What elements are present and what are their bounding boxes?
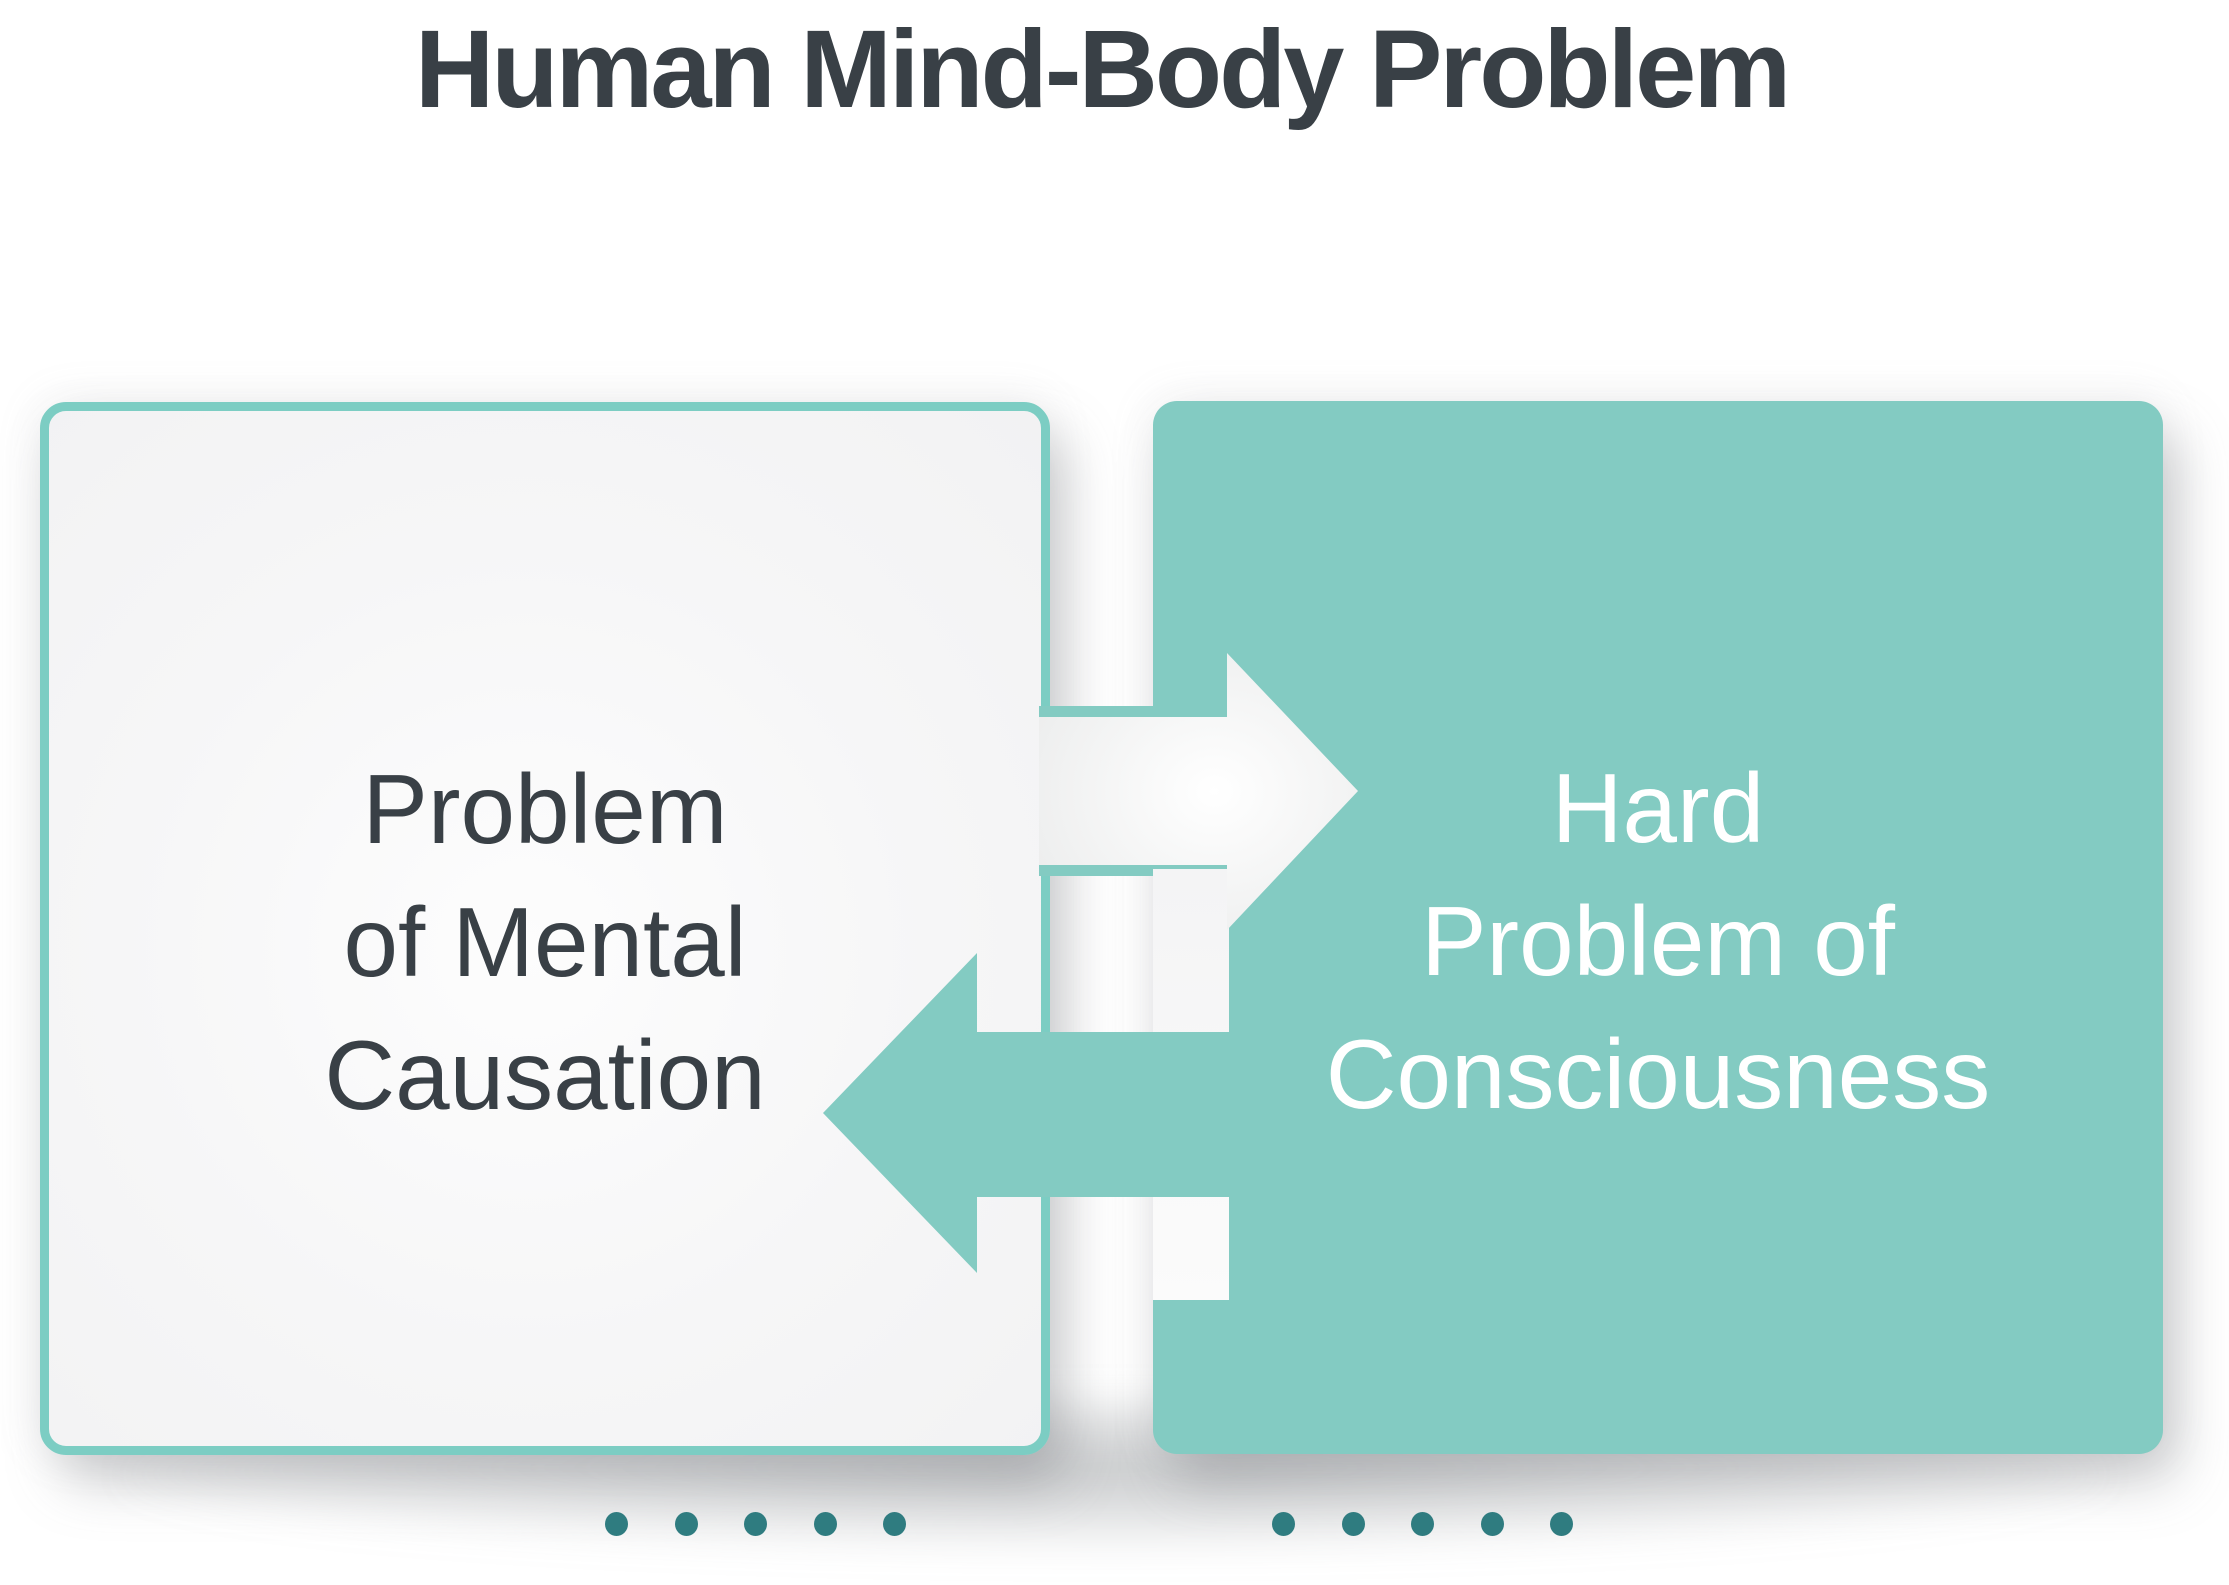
- mental-causation-line-1: Problem: [362, 754, 728, 864]
- progress-dot: [744, 1512, 767, 1536]
- progress-dot: [1480, 1512, 1504, 1536]
- hard-problem-line-1: Hard: [1551, 753, 1765, 863]
- mental-causation-label: Problem of Mental Causation: [324, 715, 765, 1142]
- mental-causation-line-3: Causation: [324, 1020, 766, 1130]
- hard-problem-label: Hard Problem of Consciousness: [1326, 714, 1991, 1141]
- progress-dot: [1341, 1512, 1365, 1536]
- progress-dot: [813, 1512, 837, 1536]
- progress-dot: [605, 1512, 628, 1536]
- page-title: Human Mind-Body Problem: [414, 8, 1791, 131]
- progress-dots-right: [1272, 1512, 1573, 1536]
- progress-dot: [1411, 1512, 1434, 1536]
- hard-problem-box: Hard Problem of Consciousness: [1153, 401, 2163, 1454]
- progress-dot: [674, 1512, 698, 1536]
- hard-problem-line-2: Problem of: [1421, 886, 1895, 996]
- mental-causation-line-2: of Mental: [343, 887, 747, 997]
- progress-dot: [1272, 1512, 1295, 1536]
- progress-dot: [883, 1512, 906, 1536]
- mental-causation-box: Problem of Mental Causation: [40, 402, 1050, 1455]
- connector-tab: [1039, 706, 1153, 876]
- hard-problem-line-3: Consciousness: [1325, 1019, 1991, 1129]
- progress-dots-left: [605, 1512, 906, 1536]
- progress-dot: [1550, 1512, 1573, 1536]
